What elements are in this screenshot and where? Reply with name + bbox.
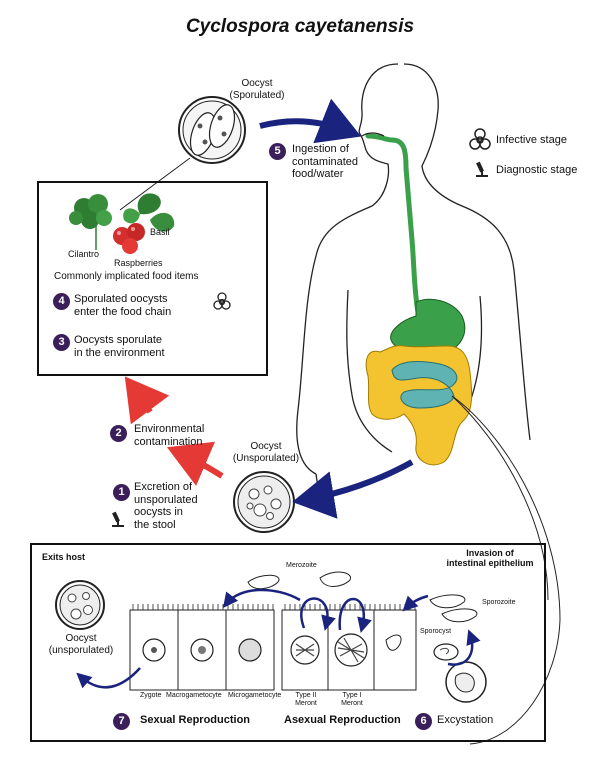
step-7-label: Sexual Reproduction <box>140 714 251 726</box>
sporocyst-drawing <box>433 643 459 661</box>
biohazard-icon-legend <box>469 128 491 150</box>
food-box <box>37 181 268 376</box>
arrow-excretion <box>292 459 414 519</box>
arrow-invasion <box>402 594 429 612</box>
step-badge-5: 5 <box>269 143 286 160</box>
macrogametocyte-label: Macrogametocyte <box>166 692 222 699</box>
oocyst-sporulated-drawing <box>178 96 246 164</box>
zygote-label: Zygote <box>140 692 162 699</box>
oocyst-sporulated-label: Oocyst(Sporulated) <box>229 78 285 101</box>
arrow-loop-2 <box>338 597 372 633</box>
merozoite-drawing-2 <box>319 571 351 587</box>
small-intestine <box>391 361 458 409</box>
microscope-icon-step1 <box>112 511 124 527</box>
arrow-to-gametocytes <box>222 588 301 608</box>
lifecycle-box <box>30 543 546 742</box>
biohazard-icon-step4 <box>213 292 231 310</box>
step-badge-2: 2 <box>110 425 127 442</box>
microscope-icon-legend <box>476 161 488 177</box>
basil-drawing <box>123 193 175 232</box>
food-cilantro-label: Cilantro <box>68 249 100 259</box>
legend-diagnostic-label: Diagnostic stage <box>496 164 578 176</box>
sporocyst-label: Sporocyst <box>420 628 452 635</box>
sporozoite-label: Sporozoite <box>482 599 516 606</box>
oocyst-exit-label: Oocyst(unsporulated) <box>48 633 114 656</box>
step-badge-3: 3 <box>53 334 70 351</box>
oocyst-unsporulated-label: Oocyst(Unsporulated) <box>232 441 300 464</box>
step-badge-6: 6 <box>415 713 432 730</box>
merozoite-label: Merozoite <box>286 562 317 569</box>
food-basil-label: Basil <box>150 227 170 237</box>
oocyst-exit-drawing <box>55 580 105 630</box>
excysting-oocyst-drawing <box>445 661 487 703</box>
arrow-environment-1 <box>166 441 224 486</box>
cilantro-drawing <box>69 194 112 250</box>
diagram-title: Cyclospora cayetanensis <box>185 16 415 37</box>
microgametocyte-drawing <box>238 638 262 662</box>
food-raspberries-label: Raspberries <box>114 258 163 268</box>
step-badge-4: 4 <box>53 293 70 310</box>
sporozoite-drawing-1 <box>429 594 466 609</box>
step-badge-1: 1 <box>113 484 130 501</box>
microgametocyte-label: Microgametocyte <box>228 692 282 699</box>
exits-host-label: Exits host <box>42 552 86 562</box>
legend-infective-label: Infective stage <box>496 134 567 146</box>
esophagus <box>365 133 421 315</box>
intestine-pointer-line <box>451 395 561 745</box>
asexual-reproduction-label: Asexual Reproduction <box>284 714 401 726</box>
sporozoite-drawing-2 <box>441 608 478 623</box>
step-6-label: Excystation <box>437 714 494 726</box>
arrow-zygote-exit <box>76 667 141 689</box>
arrow-environment-2 <box>124 376 170 425</box>
arrow-ingestion <box>259 98 362 144</box>
step-badge-7: 7 <box>113 713 130 730</box>
food-caption: Commonly implicated food items <box>54 271 199 282</box>
sporozoite-in-cell <box>385 634 402 651</box>
oocyst-unsporulated-drawing <box>233 471 295 533</box>
arrow-loop-1 <box>300 597 336 631</box>
raspberries-drawing <box>113 223 145 254</box>
microvilli <box>132 604 416 610</box>
merozoite-drawing-1 <box>247 574 280 590</box>
arrow-excystation <box>447 629 481 666</box>
